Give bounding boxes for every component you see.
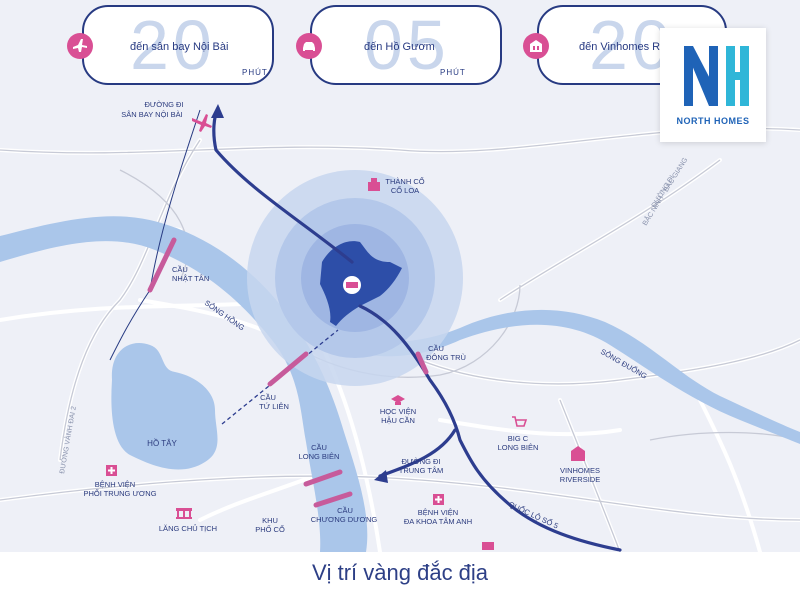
stat-unit: PHÚT (242, 68, 268, 77)
shopping-cart-icon (512, 416, 528, 427)
label-trung-tam-2: TRUNG TÂM (399, 466, 443, 475)
label-bac-ninh-road-2: BẮC NINH - BẮC GIANG (640, 156, 689, 227)
label-vinhomes-1: VINHOMES (560, 466, 600, 475)
label-co-loa-2: CỔ LOA (391, 186, 419, 195)
brand-name: NORTH HOMES (676, 116, 750, 126)
plane-icon-map (192, 114, 212, 132)
project-logo-mark (346, 282, 358, 288)
main-route (212, 106, 622, 552)
label-big-c-1: BIG C (508, 434, 529, 443)
hospital-icon-tam-anh (433, 494, 444, 505)
label-chuong-duong-1: CẦU (337, 505, 353, 515)
label-phoi-tw-2: PHỔI TRUNG ƯƠNG (83, 489, 156, 498)
label-dong-tru-1: CẦU (428, 343, 444, 353)
hospital-icon-phoi (106, 465, 117, 476)
label-nhat-tan-1: CẦU (172, 264, 188, 274)
label-tam-anh-1: BỆNH VIỆN (418, 508, 458, 517)
dashed-route (221, 329, 339, 425)
citadel-icon (368, 178, 380, 191)
label-ql5: QUỐC LỘ SỐ 5 (507, 499, 560, 531)
label-pho-co-2: PHỐ CỔ (255, 524, 285, 534)
label-dong-tru-2: ĐÔNG TRÙ (426, 353, 466, 362)
car-icon (296, 33, 322, 59)
label-tu-lien-2: TỨ LIÊN (259, 402, 289, 411)
label-hau-can-1: HỌC VIỆN (380, 407, 416, 416)
label-hau-can-2: HẬU CẦN (381, 415, 415, 425)
north-homes-logo-icon (684, 46, 749, 106)
label-nhat-tan-2: NHẬT TÂN (172, 274, 209, 283)
label-lang-chu-tich: LĂNG CHỦ TỊCH (159, 524, 217, 533)
stat-number: 20 (130, 6, 216, 84)
label-long-bien-2: LONG BIÊN (299, 452, 340, 461)
label-long-bien-1: CẦU (311, 442, 327, 452)
stat-destination: đến sân bay Nội Bài (130, 41, 229, 53)
stat-unit: PHÚT (440, 68, 466, 77)
label-trung-tam-1: ĐƯỜNG ĐI (401, 457, 440, 466)
stat-number: 20 (589, 6, 675, 84)
route-arrow-head-north (211, 104, 224, 118)
label-big-c-2: LONG BIÊN (498, 443, 539, 452)
label-airport-road-1: ĐƯỜNG ĐI (144, 100, 183, 109)
project-site-shape (320, 241, 402, 326)
airplane-icon (67, 33, 93, 59)
label-airport-road-2: SÂN BAY NỘI BÀI (121, 110, 182, 119)
label-co-loa-1: THÀNH CỔ (385, 177, 424, 186)
academy-icon (391, 395, 405, 405)
stat-card-airport: 20 đến sân bay Nội Bài PHÚT (82, 5, 274, 85)
vinhomes-icon (571, 446, 585, 461)
stat-card-hoan-kiem: 05 đến Hồ Gươm PHÚT (310, 5, 502, 85)
stat-destination: đến Vinhomes Rive (579, 41, 675, 53)
label-pho-co-1: KHU (262, 516, 278, 525)
old-quarter-icon (482, 542, 494, 550)
label-vinhomes-2: RIVERSIDE (560, 475, 600, 484)
bridges (147, 237, 429, 508)
map-caption: Vị trí vàng đắc địa (311, 560, 489, 585)
label-tu-lien-1: CẦU (260, 392, 276, 402)
thin-roads (109, 109, 201, 361)
building-icon (523, 33, 549, 59)
west-lake (111, 343, 218, 470)
route-arrow-head-center (374, 470, 388, 483)
label-ho-tay: HỒ TÂY (147, 438, 177, 448)
mausoleum-icon (176, 508, 192, 519)
label-phoi-tw-1: BỆNH VIỆN (95, 480, 135, 489)
stat-destination: đến Hồ Gươm (364, 41, 435, 53)
brand-logo-box: NORTH HOMES (660, 28, 766, 142)
label-tam-anh-2: ĐA KHOA TÂM ANH (404, 517, 472, 526)
label-chuong-duong-2: CHƯƠNG DƯƠNG (311, 515, 378, 524)
stat-number: 05 (364, 6, 450, 84)
